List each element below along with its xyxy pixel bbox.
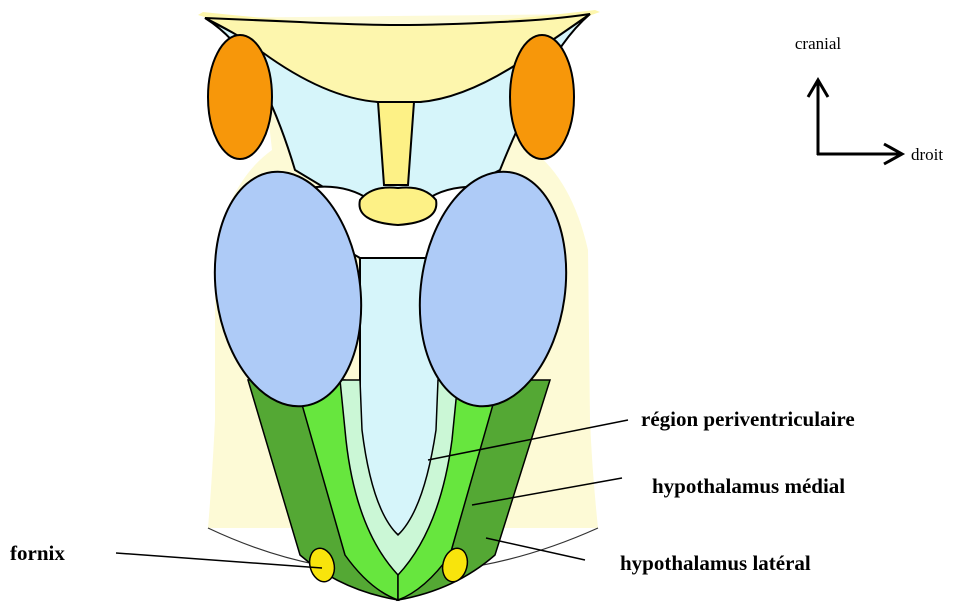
droit-label: droit [911, 145, 943, 164]
fornix-label: fornix [10, 541, 65, 565]
medial-label: hypothalamus médial [652, 474, 845, 498]
right-orange-body [510, 35, 574, 159]
fornix-leader [116, 553, 322, 568]
left-orange-body [208, 35, 272, 159]
cranial-label: cranial [795, 34, 842, 53]
periventricular-label: région periventriculaire [641, 407, 855, 431]
central-stalk [378, 102, 414, 185]
lateral-leader [486, 538, 585, 560]
lateral-label: hypothalamus latéral [620, 551, 811, 575]
yellow-nucleus [359, 188, 436, 226]
orientation-indicator [808, 80, 902, 164]
